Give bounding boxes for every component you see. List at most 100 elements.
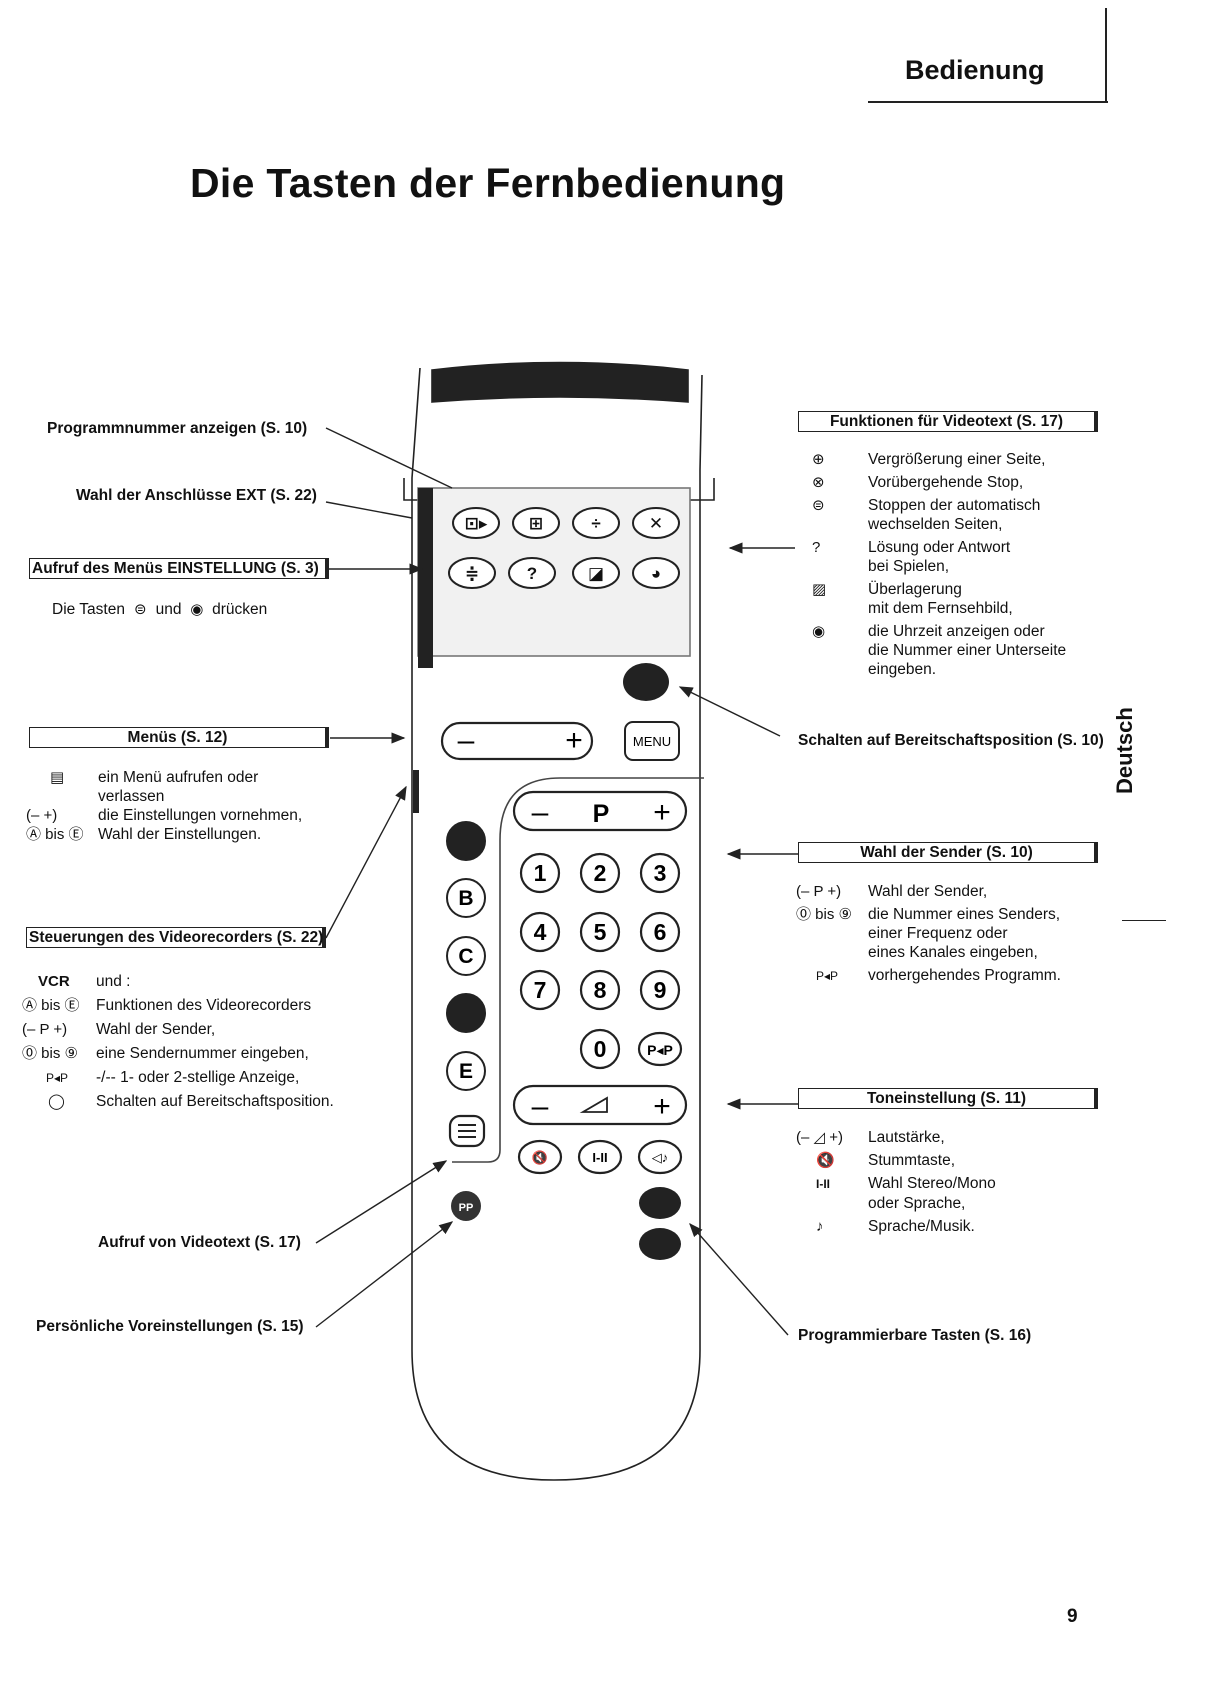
personal-settings-button[interactable] — [451, 1191, 481, 1221]
function-button-e[interactable] — [446, 1051, 486, 1091]
menu-plus-label: + — [565, 724, 583, 757]
function-button-label: C — [458, 945, 473, 968]
digit-key[interactable] — [579, 969, 621, 1011]
previous-program-icon: P◂P — [46, 1071, 69, 1085]
digit-key[interactable] — [519, 852, 561, 894]
program-plus-label: + — [653, 796, 671, 829]
menu-button-label: MENU — [633, 734, 671, 749]
list-item-text: vorhergehendes Programm. — [868, 967, 1061, 984]
digit-key[interactable] — [639, 852, 681, 894]
digit-label: 0 — [594, 1036, 607, 1062]
callout-vcr-box: Steuerungen des Videorecorders (S. 22) — [26, 927, 326, 948]
teletext-answer-key[interactable] — [508, 557, 556, 589]
list-item: ♪Sprache/Musik. — [796, 1217, 996, 1236]
list-item-text: Stoppen der automatisch — [868, 497, 1041, 514]
teletext-stop-key[interactable] — [448, 557, 496, 589]
list-item: ⊜Stoppen der automatisch — [812, 496, 1066, 515]
page-number: 9 — [1067, 1606, 1078, 1627]
personal-settings-label: PP — [459, 1202, 474, 1214]
page-title: Die Tasten der Fernbedienung — [190, 160, 786, 206]
program-p-label: P — [593, 800, 610, 828]
list-item-text: Wahl der Sender, — [868, 883, 988, 900]
list-item-text: Lautstärke, — [868, 1129, 945, 1146]
stop-key-icon: ⊜ — [133, 601, 147, 618]
function-button-b[interactable] — [446, 878, 486, 918]
digit-label: 4 — [534, 919, 547, 945]
cancel-icon: ⊗ — [812, 474, 825, 491]
volume-plus-label: + — [653, 1090, 671, 1123]
list-item-text: eingeben. — [868, 661, 937, 678]
settings-desc-part: und — [155, 601, 182, 618]
list-item: (– ◿ +)Lautstärke, — [796, 1128, 996, 1147]
menu-adjust-rocker[interactable] — [440, 721, 594, 761]
a-to-e-icon: Ⓐ bis Ⓔ — [26, 826, 84, 843]
stereo-mono-label: I-II — [592, 1150, 607, 1165]
teletext-reveal-key[interactable] — [452, 507, 500, 539]
volume-rocker[interactable] — [512, 1084, 688, 1126]
digit-key[interactable] — [519, 969, 561, 1011]
previous-program-button[interactable] — [637, 1031, 683, 1067]
digit-key[interactable] — [519, 911, 561, 953]
digit-key[interactable] — [579, 852, 621, 894]
list-item: (– +)die Einstellungen vornehmen, — [26, 806, 302, 825]
list-item-text: -/-- 1- oder 2-stellige Anzeige, — [96, 1069, 300, 1086]
list-item: (– P +) Wahl der Sender, — [796, 882, 1061, 901]
mute-icon: 🔇 — [816, 1152, 835, 1169]
standby-icon: ◯ — [48, 1093, 65, 1110]
stereo-mono-button[interactable] — [577, 1139, 623, 1175]
standby-button[interactable] — [623, 663, 669, 701]
list-item-text: einer Frequenz oder — [868, 925, 1008, 942]
a-to-e-icon: Ⓐ bis Ⓔ — [22, 997, 80, 1014]
function-button-d[interactable] — [446, 993, 486, 1033]
enlarge-icon: ⊕ — [812, 451, 825, 468]
digits-icon: ⓪ bis ⑨ — [22, 1045, 78, 1062]
teletext-key-label: ? — [527, 564, 537, 583]
mix-icon: ▨ — [812, 581, 827, 598]
teletext-enlarge-key[interactable] — [512, 507, 560, 539]
function-button-a[interactable] — [446, 821, 486, 861]
teletext-key-label: ◪ — [588, 564, 604, 583]
programmable-key-1[interactable] — [639, 1187, 681, 1219]
teletext-mix-key[interactable] — [572, 557, 620, 589]
digit-key[interactable] — [579, 911, 621, 953]
digit-label: 9 — [654, 977, 667, 1003]
digit-key[interactable] — [579, 1028, 621, 1070]
list-item: ▨Überlagerung — [812, 580, 1066, 599]
speech-music-button[interactable] — [637, 1139, 683, 1175]
program-rocker-icon: (– P +) — [796, 883, 842, 900]
teletext-clock-key[interactable] — [632, 557, 680, 589]
settings-desc-part: Die Tasten — [52, 601, 125, 618]
callout-settings-menu-desc: Die Tasten ⊜ und ◉ drücken — [52, 600, 267, 619]
list-item-text: verlassen — [98, 788, 165, 805]
teletext-cancel-key[interactable] — [632, 507, 680, 539]
menus-list: ▤ein Menü aufrufen oder verlassen (– +)d… — [26, 768, 302, 844]
function-button-c[interactable] — [446, 936, 486, 976]
digit-key[interactable] — [639, 969, 681, 1011]
stereo-mono-icon: I-II — [816, 1177, 830, 1191]
program-rocker[interactable] — [512, 790, 688, 832]
menu-button[interactable] — [624, 721, 680, 761]
list-item: ⊕Vergrößerung einer Seite, — [812, 450, 1066, 469]
programmable-key-2[interactable] — [639, 1228, 681, 1260]
language-tab-rule — [1122, 920, 1166, 921]
list-item-text: oder Sprache, — [868, 1195, 966, 1212]
list-item: (– P +)Wahl der Sender, — [22, 1018, 334, 1042]
list-item-text: eines Kanales eingeben, — [868, 944, 1038, 961]
callout-programmable-keys: Programmierbare Tasten (S. 16) — [798, 1327, 1032, 1344]
teletext-hold-key[interactable] — [572, 507, 620, 539]
list-item: ?Lösung oder Antwort — [812, 538, 1066, 557]
mute-button[interactable] — [517, 1139, 563, 1175]
list-item-text: die Nummer einer Unterseite — [868, 642, 1067, 659]
teletext-key-label: ≑ — [465, 564, 479, 583]
menu-minus-label: – — [458, 724, 475, 757]
digit-key[interactable] — [639, 911, 681, 953]
function-button-label: B — [458, 887, 473, 910]
callout-teletext: Aufruf von Videotext (S. 17) — [98, 1234, 301, 1251]
